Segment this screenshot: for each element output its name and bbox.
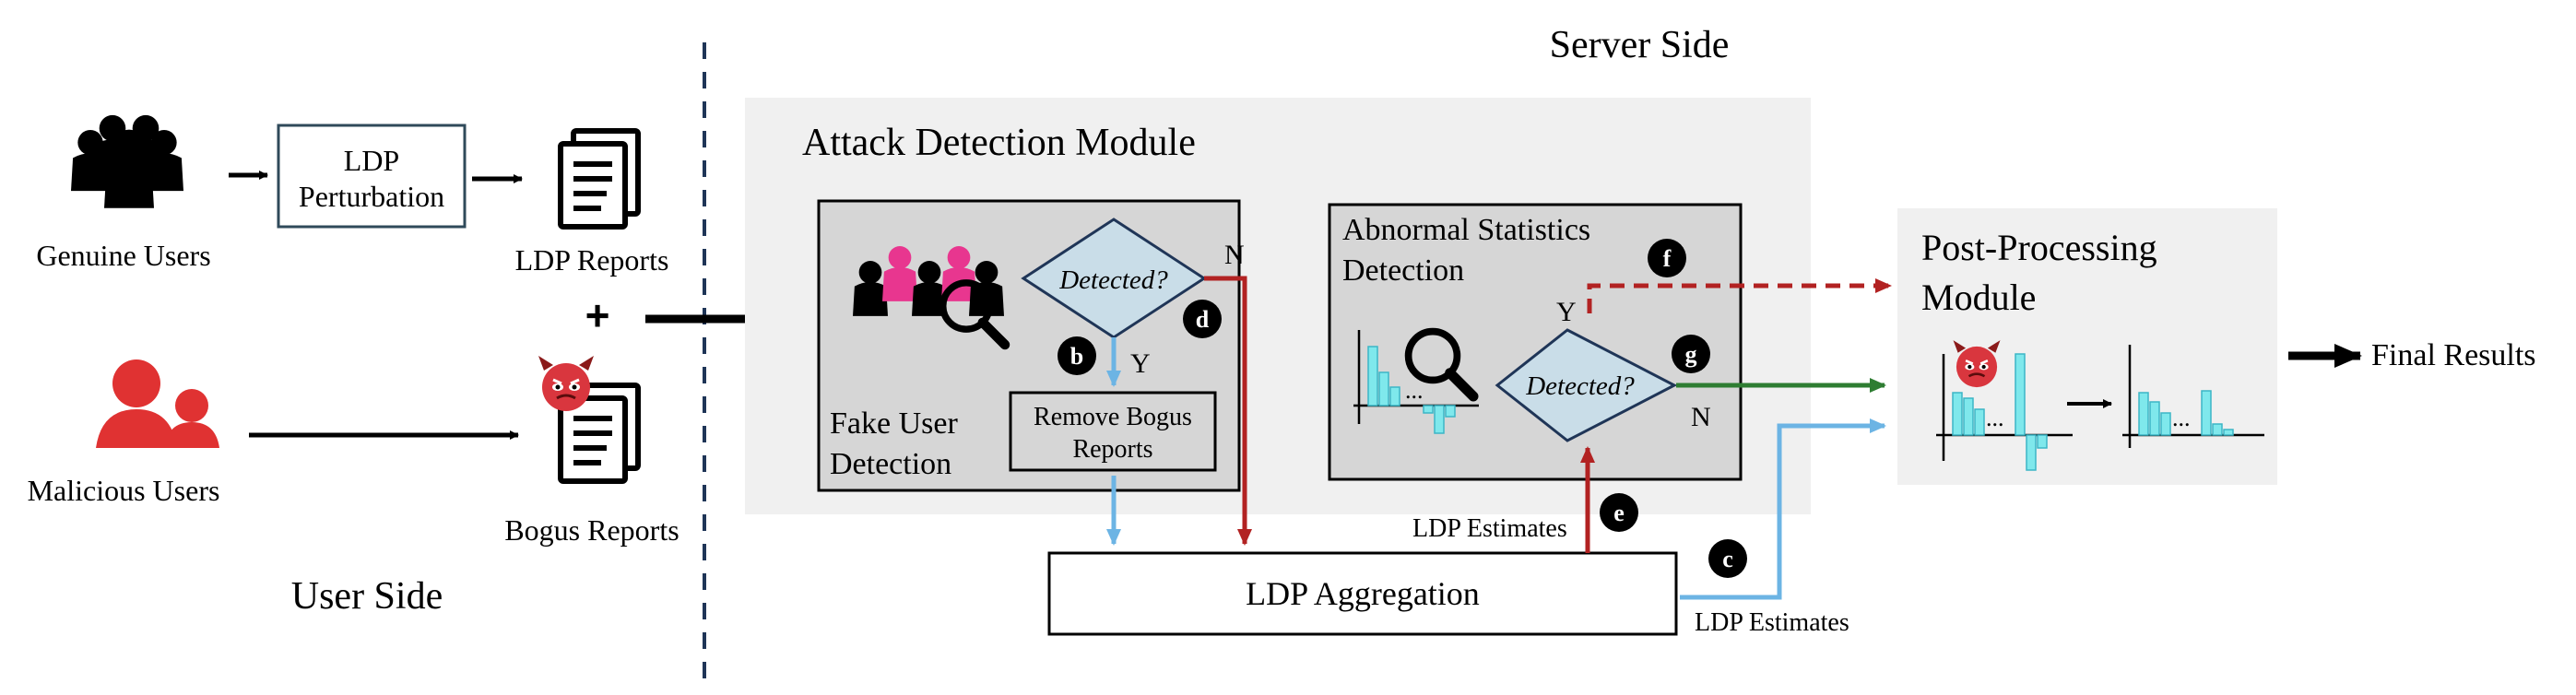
step-badge-f: f xyxy=(1648,239,1686,277)
attack-detection-title: Attack Detection Module xyxy=(802,122,1196,164)
genuine-users-icon xyxy=(71,114,183,208)
abnormal-stats-dots: ... xyxy=(1405,377,1424,404)
malicious-users-label: Malicious Users xyxy=(28,474,220,507)
fake-user-no-label: N xyxy=(1224,240,1245,270)
svg-text:g: g xyxy=(1685,341,1697,368)
remove-bogus-line2: Reports xyxy=(1072,435,1152,464)
user-side-title: User Side xyxy=(291,575,443,618)
ldp-reports-document-icon xyxy=(561,131,638,227)
malicious-users-icon xyxy=(96,359,219,448)
genuine-users-label: Genuine Users xyxy=(36,239,210,272)
svg-text:d: d xyxy=(1196,306,1210,333)
step-badge-g: g xyxy=(1672,335,1710,373)
ldp-perturbation-line2: Perturbation xyxy=(299,180,444,213)
post-dots-after: ... xyxy=(2172,405,2191,431)
bar-chart-icon xyxy=(1353,330,1479,434)
abnormal-decision-diamond xyxy=(1495,328,1678,442)
bar-chart-after-icon xyxy=(2122,345,2264,448)
step-badge-b: b xyxy=(1058,336,1096,375)
svg-text:c: c xyxy=(1722,546,1733,572)
ldp-aggregation-box xyxy=(1047,551,1678,636)
abnormal-no-label: N xyxy=(1691,402,1711,432)
remove-bogus-reports-box xyxy=(1009,391,1217,472)
ldp-reports-label: LDP Reports xyxy=(515,243,669,277)
step-badge-c: c xyxy=(1708,539,1747,578)
step-badge-d: d xyxy=(1183,300,1222,338)
step-badge-e: e xyxy=(1600,493,1638,532)
final-results-label: Final Results xyxy=(2371,338,2536,372)
ldp-aggregation-label: LDP Aggregation xyxy=(1246,575,1480,612)
arrow-f-red-dashed xyxy=(1587,278,1892,313)
abnormal-yes-label: Y xyxy=(1556,297,1577,327)
remove-bogus-line1: Remove Bogus xyxy=(1034,403,1192,431)
abnormal-stats-line2: Detection xyxy=(1342,253,1464,288)
arrow-c-blue xyxy=(1680,418,1886,600)
ldp-estimates-lower: LDP Estimates xyxy=(1695,608,1849,637)
arrow-d-red xyxy=(1204,276,1252,546)
svg-text:f: f xyxy=(1663,245,1672,272)
abnormal-decision-label: Detected? xyxy=(1525,371,1635,401)
fake-user-decision-label: Detected? xyxy=(1058,265,1168,295)
plus-sign: + xyxy=(585,291,610,339)
post-processing-line1: Post-Processing xyxy=(1921,227,2157,268)
bar-chart-before-icon xyxy=(1936,353,2073,471)
svg-text:e: e xyxy=(1613,500,1625,526)
ldp-estimates-upper: LDP Estimates xyxy=(1412,514,1567,543)
svg-text:b: b xyxy=(1070,343,1083,370)
fake-user-detection-line1: Fake User xyxy=(830,406,958,441)
fake-user-detection-line2: Detection xyxy=(830,447,951,481)
server-side-title: Server Side xyxy=(1550,24,1730,66)
bogus-reports-label: Bogus Reports xyxy=(504,513,679,547)
post-dots-before: ... xyxy=(1986,405,2004,431)
fake-user-yes-label: Y xyxy=(1130,348,1151,379)
abnormal-stats-line1: Abnormal Statistics xyxy=(1342,213,1590,247)
post-processing-line2: Module xyxy=(1921,277,2036,318)
ldp-perturbation-line1: LDP xyxy=(344,144,399,177)
ldp-perturbation-box xyxy=(277,124,467,229)
